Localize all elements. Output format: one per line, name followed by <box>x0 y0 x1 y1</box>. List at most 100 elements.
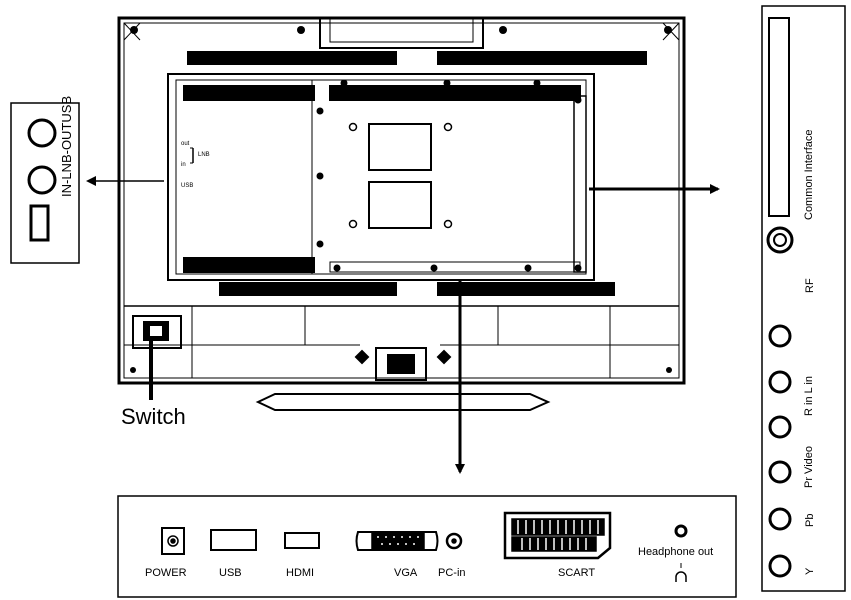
lnb-out-label: out <box>181 141 190 147</box>
switch-label: Switch <box>121 404 186 429</box>
screw <box>316 107 324 115</box>
pc-in-jack-center <box>451 538 457 544</box>
stand-neck <box>375 347 427 381</box>
vent-bar <box>183 85 315 101</box>
lnb-out-jack <box>27 118 57 148</box>
right-connector-panel <box>761 5 846 592</box>
vga-port <box>355 531 439 551</box>
power-jack-ring <box>167 535 179 547</box>
vesa-square <box>368 181 432 229</box>
power-jack <box>161 527 185 555</box>
vga-pins <box>371 532 425 550</box>
tv-back <box>117 16 686 411</box>
vent-bar <box>437 282 615 296</box>
screw <box>130 367 136 373</box>
headphone-jack <box>674 524 688 538</box>
y-jack <box>768 554 792 578</box>
vesa-hole <box>443 219 453 229</box>
vesa-hole <box>443 122 453 132</box>
hdmi-label: HDMI <box>286 567 315 579</box>
left-panel-label: IN-LNB-OUTUSB <box>59 95 74 197</box>
screw <box>664 26 672 34</box>
pb-jack <box>768 507 792 531</box>
top-handle <box>319 18 484 49</box>
lnb-bracket-ticks <box>190 147 193 164</box>
vga-pin-dots <box>377 536 419 545</box>
diamond-mark <box>354 349 370 365</box>
lnb-in-label: in <box>181 162 186 168</box>
left-panel-box <box>10 102 80 264</box>
screw <box>666 367 672 373</box>
bottom-panel-box <box>117 495 737 598</box>
pc-in-label: PC-in <box>438 567 466 579</box>
hdmi-port <box>284 532 320 549</box>
ci-slot <box>768 17 790 217</box>
switch-rocker-face <box>150 326 162 336</box>
screw <box>443 79 451 87</box>
video-jack <box>768 460 792 484</box>
vent-bar-outline <box>329 261 581 273</box>
bottom-segment <box>304 306 499 346</box>
scart-port <box>503 511 612 560</box>
vent-bar <box>329 85 581 101</box>
vent-bar <box>219 282 397 296</box>
pc-in-jack <box>445 532 463 550</box>
lnb-usb-label: USB <box>181 183 194 189</box>
r-in-jack <box>768 324 792 348</box>
screw <box>574 264 582 272</box>
main-panel-inner <box>175 79 587 275</box>
screw <box>430 264 438 272</box>
screw <box>297 26 305 34</box>
screw <box>340 79 348 87</box>
scart-pin-gaps <box>517 520 599 550</box>
common-interface-label: Common Interface <box>803 129 815 220</box>
screw <box>499 26 507 34</box>
rf-jack-inner <box>773 233 787 241</box>
vesa-holes <box>348 122 453 229</box>
lnb-in-jack <box>27 165 57 195</box>
vesa-square <box>368 123 432 171</box>
power-jack-pin <box>170 538 176 544</box>
stand-neck-hole <box>387 354 415 374</box>
usb-port-side <box>29 204 50 242</box>
pr-jack <box>768 415 792 439</box>
right-panel-box <box>761 5 846 592</box>
stand-base <box>255 393 551 411</box>
headphone-label: Headphone out <box>638 546 714 558</box>
headphone-icon <box>675 571 687 582</box>
usb-port <box>210 529 257 551</box>
lnb-label: LNB <box>198 152 210 158</box>
scart-label: SCART <box>558 567 596 579</box>
pr-video-label: Pr Video <box>803 446 815 488</box>
vesa-hole <box>348 219 358 229</box>
screw <box>333 264 341 272</box>
screws <box>130 26 672 373</box>
power-label: POWER <box>145 567 187 579</box>
screw <box>316 240 324 248</box>
l-in-jack <box>768 370 792 394</box>
tv-inner-frame <box>123 22 680 379</box>
vesa-hole <box>348 122 358 132</box>
rf-jack-inner <box>773 239 787 247</box>
rf-jack <box>766 226 794 254</box>
vent-bar <box>187 51 397 65</box>
screw <box>574 96 582 104</box>
screw <box>533 79 541 87</box>
switch-box <box>132 315 182 349</box>
top-handle-inner <box>329 18 474 43</box>
screw <box>316 172 324 180</box>
side-rail <box>573 95 587 273</box>
pb-label: Pb <box>804 513 816 527</box>
usb-label: USB <box>219 567 242 579</box>
screw <box>524 264 532 272</box>
tv-outer-frame <box>117 16 686 385</box>
rf-label: RF <box>804 278 816 293</box>
y-label: Y <box>804 567 816 575</box>
vent-bar <box>183 257 315 273</box>
main-panel <box>167 73 595 281</box>
r-in-l-in-label: R in L in <box>803 376 815 416</box>
arrows <box>86 176 720 474</box>
screw <box>130 26 138 34</box>
